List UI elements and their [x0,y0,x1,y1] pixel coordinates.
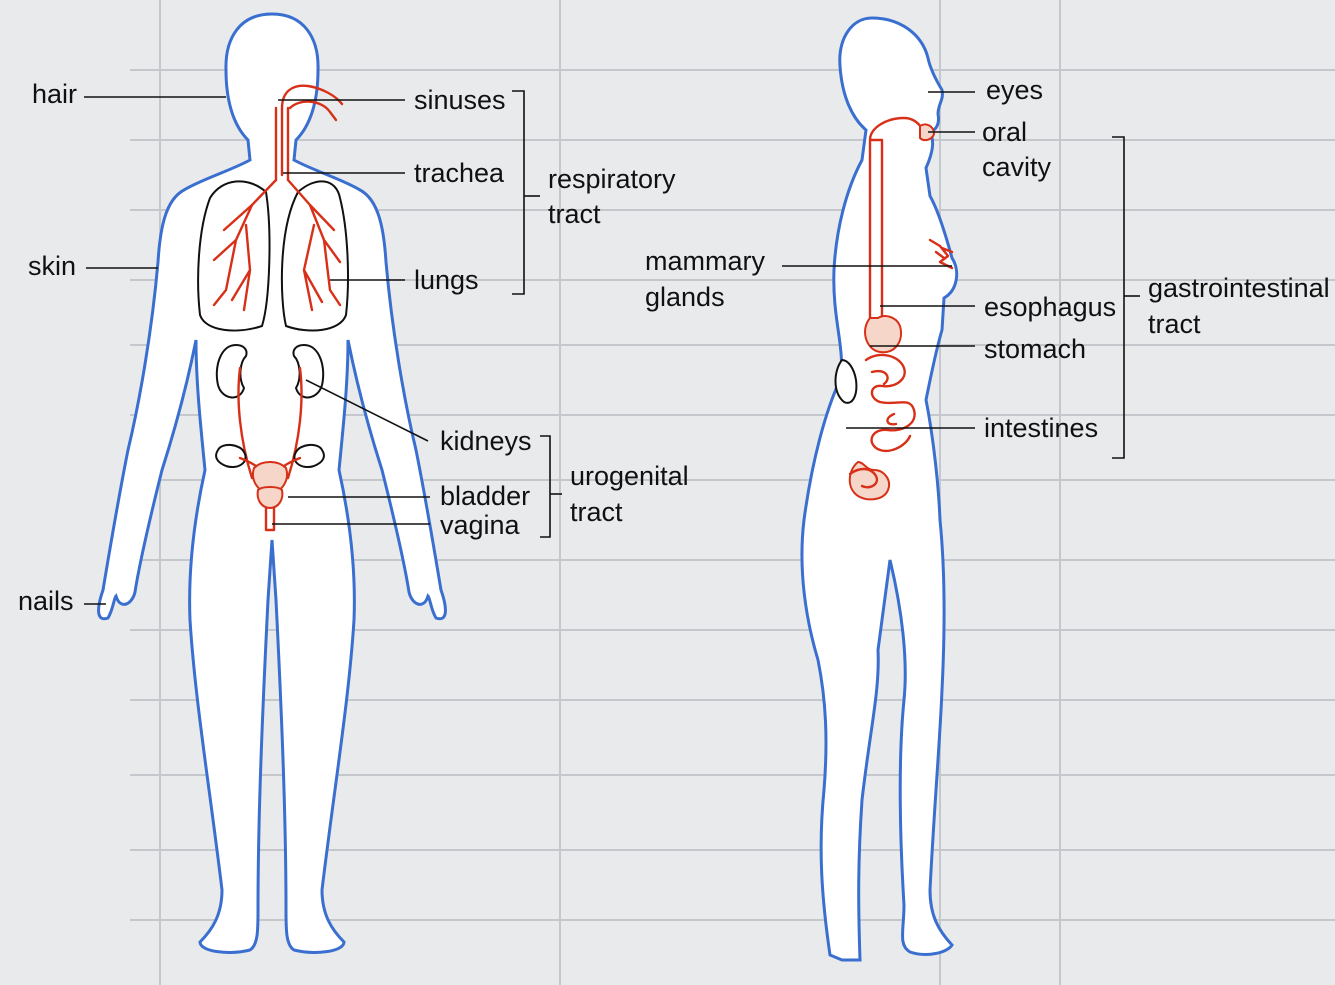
label-nails: nails [18,586,74,616]
label-vagina: vagina [440,510,521,540]
label-eyes: eyes [986,75,1043,105]
label-bladder: bladder [440,481,530,511]
label-kidneys: kidneys [440,426,532,456]
label-gastrointestinal-tract: tract [1148,309,1201,339]
label-oral-cavity: cavity [982,152,1052,182]
label-mammary: mammary [645,246,765,276]
right-ovary-tube [294,445,324,467]
label-mammary-glands: glands [645,282,725,312]
label-oral: oral [982,117,1027,147]
label-urogenital: urogenital [570,461,689,491]
label-trachea: trachea [414,158,505,188]
label-lungs: lungs [414,265,479,295]
label-intestines: intestines [984,413,1098,443]
label-stomach: stomach [984,334,1086,364]
left-ovary-tube [216,445,246,467]
label-esophagus: esophagus [984,292,1116,322]
label-respiratory: respiratory [548,164,676,194]
label-gastrointestinal: gastrointestinal [1148,273,1330,303]
right-lung [282,181,348,330]
label-sinuses: sinuses [414,85,506,115]
bladder-organ [258,487,283,508]
label-urogenital-tract: tract [570,497,623,527]
label-respiratory-tract: tract [548,199,601,229]
label-skin: skin [28,251,76,281]
label-hair: hair [32,79,77,109]
